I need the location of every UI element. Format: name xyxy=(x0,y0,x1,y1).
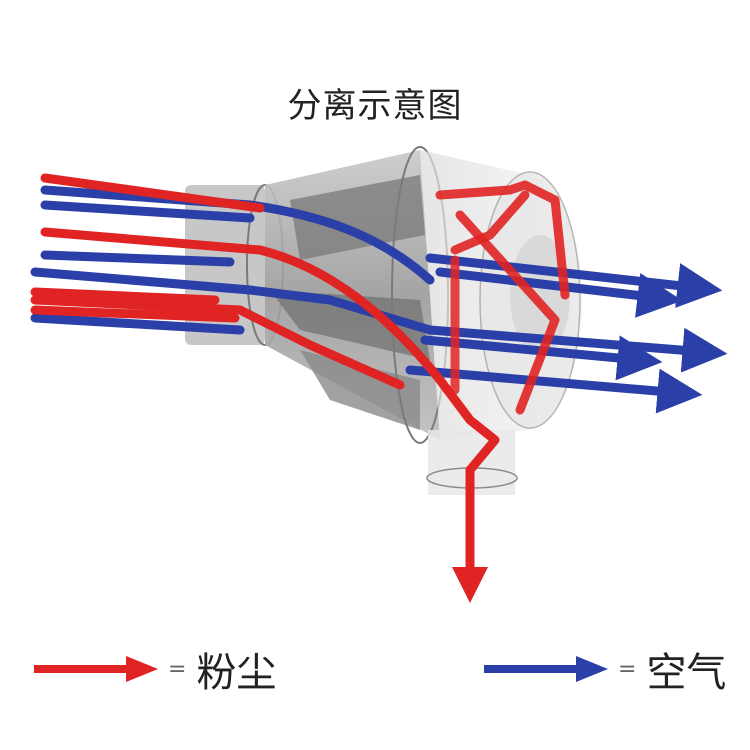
legend-equals: = xyxy=(618,656,637,682)
legend-equals: = xyxy=(168,656,187,682)
legend-label-air: 空气 xyxy=(646,650,727,696)
diagram-title: 分离示意图 xyxy=(287,86,463,126)
dust-streams xyxy=(30,173,570,603)
blue-arrow-icon xyxy=(484,656,608,682)
red-arrow-icon xyxy=(34,656,158,682)
legend-air: = 空气 xyxy=(480,640,726,698)
legend-label-dust: 粉尘 xyxy=(196,650,277,696)
legend-dust: = 粉尘 xyxy=(30,640,276,698)
